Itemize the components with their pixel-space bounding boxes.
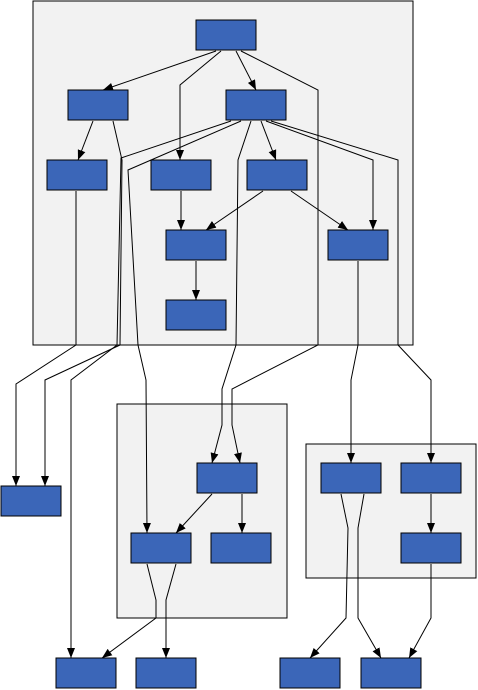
edge-n2-to-n4 [77, 120, 94, 161]
edge-n14-to-n15 [408, 564, 432, 659]
node-n18 [135, 657, 197, 689]
node-n17 [55, 657, 117, 689]
node-n10 [196, 462, 258, 494]
node-n12 [210, 532, 272, 564]
node-n16 [0, 485, 62, 517]
node-n4 [46, 159, 108, 191]
node-n5 [150, 159, 212, 191]
node-n13 [320, 462, 382, 494]
edge-n11-to-n17 [162, 563, 177, 658]
edge-n1-to-n10 [231, 50, 319, 464]
edge-n1-to-n2 [102, 50, 217, 91]
edge-n7-to-n9 [347, 261, 359, 463]
edge-n8-to-n13 [175, 493, 213, 534]
edge-n3-to-n14 [270, 120, 435, 463]
edge-n10-to-n12 [101, 563, 157, 659]
node-n19 [279, 657, 341, 689]
node-n2 [67, 89, 129, 121]
edge-n6-to-n7 [290, 190, 349, 231]
node-layer [0, 19, 462, 689]
node-n6 [246, 159, 308, 191]
edge-n3-to-n11 [265, 120, 377, 230]
edge-n3-to-n10 [260, 120, 277, 161]
cluster-layer [32, 0, 477, 619]
node-n7 [165, 229, 227, 261]
node-n15 [400, 532, 462, 564]
edge-n3-to-n8 [210, 120, 252, 464]
edge-layer [12, 50, 435, 659]
edge-n3-to-n17 [12, 191, 77, 486]
edge-n11-to-n18 [309, 493, 349, 659]
cluster-bottom-left [116, 403, 288, 619]
edge-n5-to-n7 [205, 190, 264, 231]
edge-n13-to-n19 [357, 493, 382, 659]
node-n20 [360, 657, 422, 689]
node-n3 [225, 89, 287, 121]
edge-n2-to-n16 [41, 120, 123, 486]
edge-n3-to-n7 [127, 120, 242, 534]
node-n11 [130, 532, 192, 564]
node-n9 [165, 299, 227, 331]
node-n8 [327, 229, 389, 261]
edge-n1-to-n3 [176, 50, 222, 160]
edge-n1-to-n5 [235, 50, 257, 91]
node-n1 [195, 19, 257, 51]
node-n14 [400, 462, 462, 494]
edge-n3-to-n6 [67, 120, 232, 658]
